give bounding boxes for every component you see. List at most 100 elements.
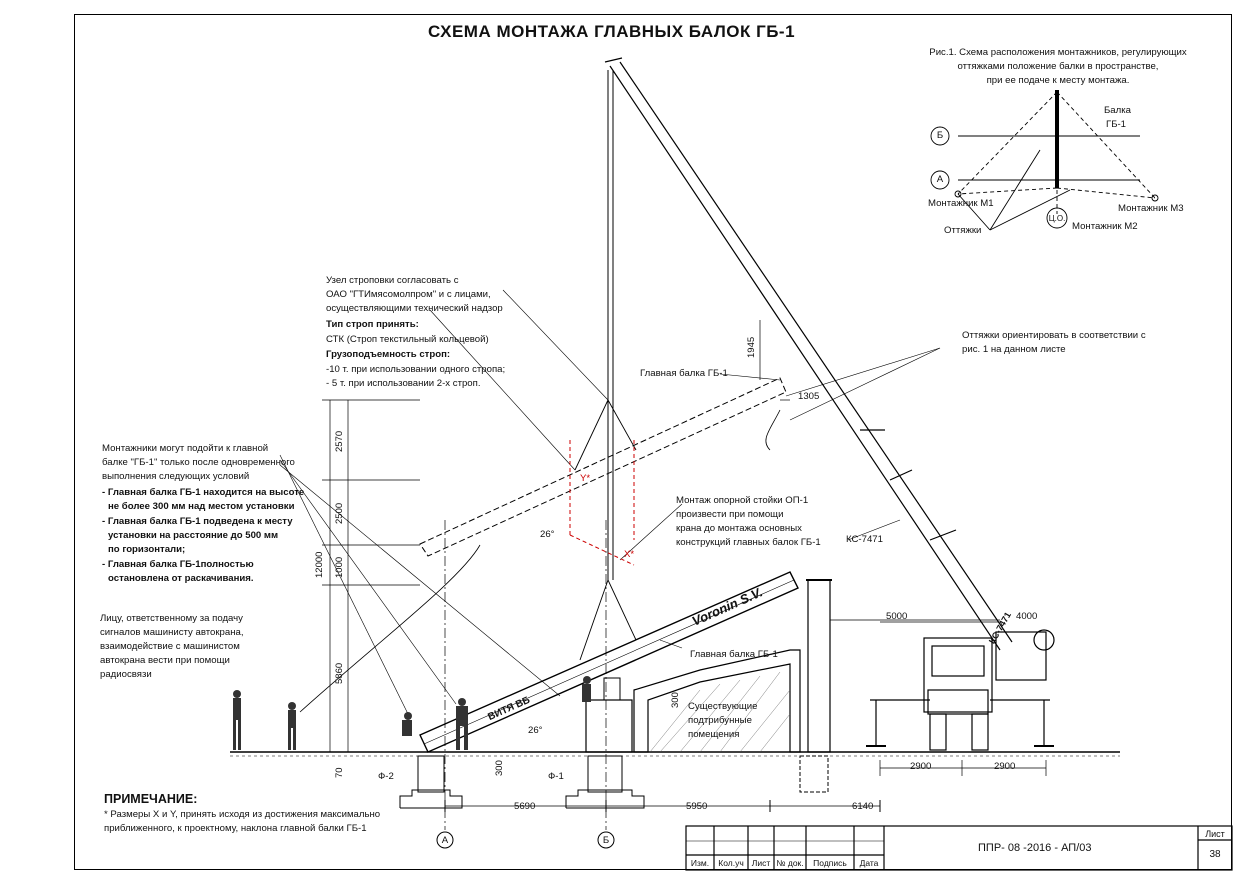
f2-label: Ф-2 xyxy=(378,771,394,782)
title-block xyxy=(685,825,1233,871)
beam-top-label: Главная балка ГБ-1 xyxy=(640,368,728,379)
workers xyxy=(233,676,591,750)
dim-5950: 5950 xyxy=(686,801,708,812)
sling-type-value: СТК (Строп текстильный кольцевой) xyxy=(326,334,489,345)
dim-300-room: 300 xyxy=(670,692,681,708)
fig1-beam-label-1: Балка xyxy=(1104,105,1131,116)
existing-structure xyxy=(633,579,1000,753)
foundation-f1 xyxy=(565,755,645,809)
stamp-col-sign: Подпись xyxy=(813,858,847,868)
stamp-col-date: Дата xyxy=(859,858,879,868)
crane-boom xyxy=(604,57,1013,651)
fig1-axis-b-label: Б xyxy=(936,130,944,141)
support-note-2: произвести при помощи xyxy=(676,509,784,520)
sling-capacity-title: Грузоподъемность строп: xyxy=(326,349,451,360)
dim-1305: 1305 xyxy=(798,391,820,402)
workers-condition-4: установки на расстояние до 500 мм xyxy=(108,530,279,541)
dim-5860: 5860 xyxy=(334,662,345,684)
support-note-1: Монтаж опорной стойки ОП-1 xyxy=(676,495,809,506)
dim-300-lower: 300 xyxy=(494,760,505,776)
fig1-caption-3: при ее подаче к месту монтажа. xyxy=(986,75,1130,86)
fig1-axis-b xyxy=(930,126,950,146)
dim-2900-left: 2900 xyxy=(910,761,932,772)
existing-label-3: помещения xyxy=(688,729,740,740)
signal-note-2: сигналов машинисту автокрана, xyxy=(100,627,244,638)
x-mark: X* xyxy=(624,549,635,560)
axis-b-label: Б xyxy=(602,835,610,846)
dim-6140: 6140 xyxy=(852,801,874,812)
beam-bottom-label: Главная балка ГБ-1 xyxy=(690,649,778,660)
slings xyxy=(574,399,637,661)
left-dimensions xyxy=(322,399,420,753)
sling-note-3: осуществляющими технический надзор xyxy=(326,303,503,314)
fig1-worker-m3: Монтажник М3 xyxy=(1118,203,1184,214)
beam-upper xyxy=(419,377,787,557)
dim-5690: 5690 xyxy=(514,801,536,812)
support-note-4: конструкций главных балок ГБ-1 xyxy=(676,537,821,548)
fig1-guys: Оттяжки xyxy=(944,225,982,236)
axis-a-bubble xyxy=(436,831,454,849)
dim-4000: 4000 xyxy=(1016,611,1038,622)
beam-lower xyxy=(419,571,799,753)
signal-note-4: автокрана вести при помощи xyxy=(100,655,230,666)
workers-note-1: Монтажники могут подойти к главной xyxy=(102,443,269,454)
sling-type-title: Тип строп принять: xyxy=(326,319,419,330)
angle-lower: 26° xyxy=(528,725,543,736)
existing-label-2: подтрибунные xyxy=(688,715,752,726)
stamp-sheet-number: 38 xyxy=(1209,849,1221,860)
workers-note-3: выполнения следующих условий xyxy=(102,471,250,482)
angle-upper: 26° xyxy=(540,529,555,540)
axis-a-label: А xyxy=(441,835,449,846)
fig1-scheme xyxy=(930,90,1159,231)
dim-12000: 12000 xyxy=(314,551,325,578)
workers-note-2: балке "ГБ-1" только после одновременного xyxy=(102,457,295,468)
sling-capacity-2: - 5 т. при использовании 2-х строп. xyxy=(326,378,481,389)
note-line-2: приближенного, к проектному, наклона гла… xyxy=(104,823,367,834)
fig1-axis-a xyxy=(930,170,950,190)
dim-5000: 5000 xyxy=(886,611,908,622)
foundation-right xyxy=(799,755,829,793)
workers-condition-2: не более 300 мм над местом установки xyxy=(108,501,295,512)
dim-1000: 1000 xyxy=(334,556,345,578)
workers-condition-5: по горизонтали; xyxy=(108,544,186,555)
dim-2570: 2570 xyxy=(334,430,345,452)
fig1-axis-a-label: А xyxy=(936,174,944,185)
sling-capacity-1: -10 т. при использовании одного стропа; xyxy=(326,364,506,375)
support-note-3: крана до монтажа основных xyxy=(676,523,802,534)
guy-note-1: Оттяжки ориентировать в соответствии с xyxy=(962,330,1146,341)
stamp-sheet-label: Лист xyxy=(1205,829,1225,839)
axis-b-bubble xyxy=(597,831,615,849)
note-line-1: * Размеры X и Y, принять исходя из дости… xyxy=(104,809,381,820)
stamp-col-list: Лист xyxy=(751,858,771,868)
signal-note-3: взаимодействие с машинистом xyxy=(100,641,240,652)
page-title: СХЕМА МОНТАЖА ГЛАВНЫХ БАЛОК ГБ-1 xyxy=(428,22,796,41)
dim-2500: 2500 xyxy=(334,502,345,524)
fig1-co: Ц.О. xyxy=(1048,214,1066,223)
note-title: ПРИМЕЧАНИЕ: xyxy=(104,792,198,806)
crane-label: КС-7471 xyxy=(846,534,883,545)
fig1-caption-2: оттяжками положение балки в пространстве… xyxy=(957,61,1159,72)
workers-condition-7: остановлена от раскачивания. xyxy=(108,573,254,584)
dim-2900-right: 2900 xyxy=(994,761,1016,772)
f1-label: Ф-1 xyxy=(548,771,564,782)
crane-body xyxy=(866,629,1055,751)
fig1-worker-m1: Монтажник М1 xyxy=(928,198,994,209)
workers-condition-1: - Главная балка ГБ-1 находится на высоте xyxy=(102,487,305,498)
sling-note-2: ОАО "ГТИмясомолпром" и с лицами, xyxy=(326,289,491,300)
stamp-col-kol: Кол.уч xyxy=(718,858,744,868)
dim-70: 70 xyxy=(334,767,345,778)
dim-1945: 1945 xyxy=(746,336,757,358)
signal-note-5: радиосвязи xyxy=(100,669,152,680)
stamp-code: ППР- 08 -2016 - АП/03 xyxy=(978,842,1092,854)
leader-lines xyxy=(279,289,941,719)
fig1-worker-m2: Монтажник М2 xyxy=(1072,221,1138,232)
workers-condition-6: - Главная балка ГБ-1полностью xyxy=(102,559,254,570)
y-mark: Y* xyxy=(580,473,591,484)
foundation-f2 xyxy=(399,755,463,809)
fig1-caption-1: Рис.1. Схема расположения монтажников, р… xyxy=(929,47,1187,58)
stamp-col-doc: № док. xyxy=(776,858,804,868)
guy-note-2: рис. 1 на данном листе xyxy=(962,344,1066,355)
stamp-col-izm: Изм. xyxy=(690,858,710,868)
support-column xyxy=(585,699,633,753)
